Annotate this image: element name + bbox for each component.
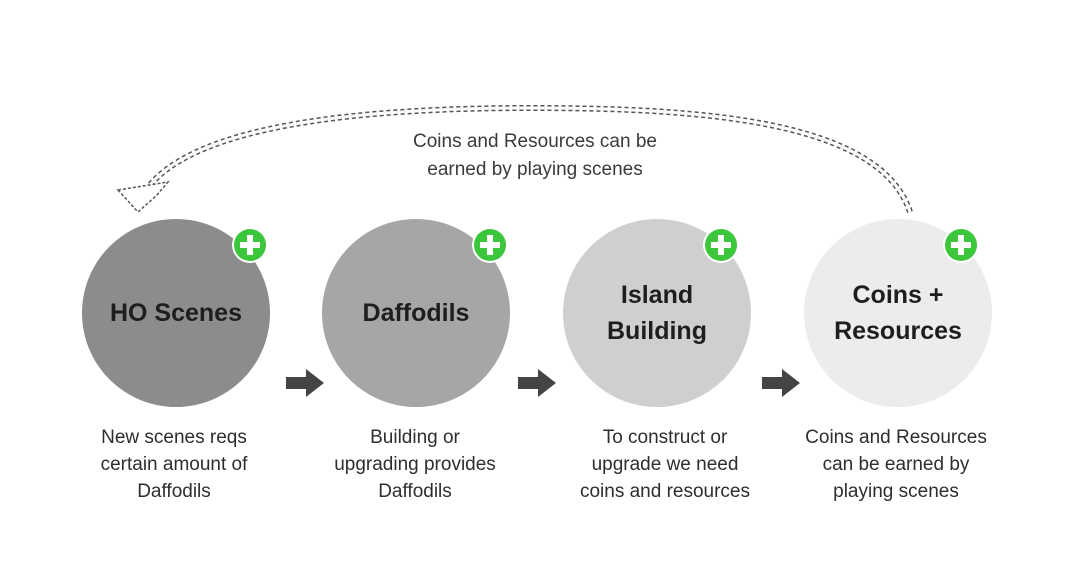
right-arrow-icon — [762, 369, 800, 397]
step-description: New scenes reqs certain amount of Daffod… — [100, 427, 248, 502]
feedback-arrowhead — [116, 180, 170, 214]
plus-icon — [232, 227, 268, 263]
right-arrow-icon — [518, 369, 556, 397]
loop-caption: Coins and Resources can be earned by pla… — [413, 131, 657, 180]
plus-icon — [472, 227, 508, 263]
step-description: Building or upgrading provides Daffodils — [334, 427, 496, 502]
step-title: Coins + Resources — [834, 281, 962, 345]
step-title: HO Scenes — [109, 299, 242, 327]
right-arrow-icon — [286, 369, 324, 397]
step-title: Daffodils — [362, 299, 470, 327]
feedback-arc-inner — [148, 106, 912, 213]
plus-icon — [943, 227, 979, 263]
step-description: To construct or upgrade we need coins an… — [579, 427, 751, 502]
step-title: Island Building — [607, 281, 707, 345]
step-description: Coins and Resources can be earned by pla… — [805, 427, 987, 502]
plus-icon — [703, 227, 739, 263]
